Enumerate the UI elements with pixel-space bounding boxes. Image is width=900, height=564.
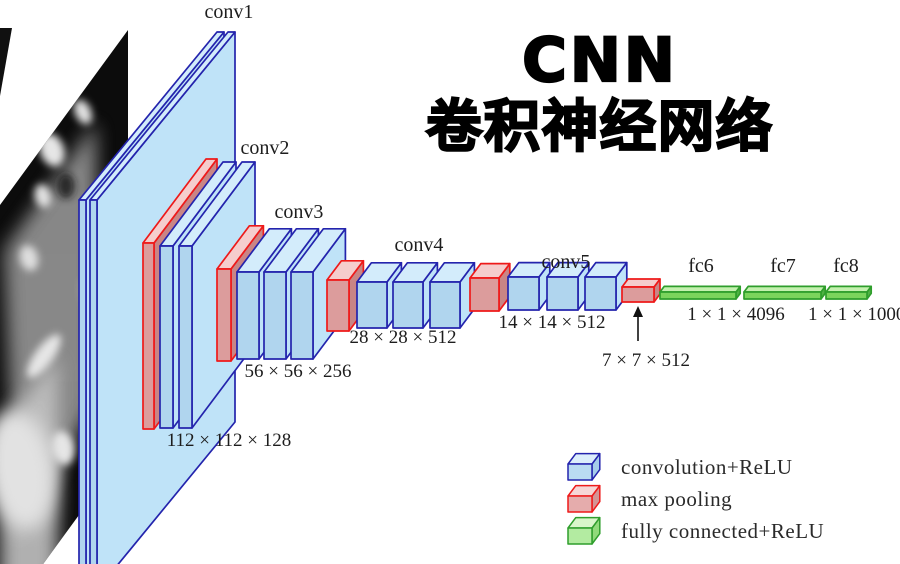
layer-label-conv4: conv4 <box>395 234 444 256</box>
max-pooling-cube-icon <box>567 484 601 513</box>
dim-label-fc6: 1 × 1 × 4096 <box>687 304 784 325</box>
layer-label-conv2: conv2 <box>241 137 290 159</box>
layer-group-fc6 <box>659 285 742 300</box>
legend-item-max-pooling: max pooling <box>565 484 824 515</box>
layer-label-conv1: conv1 <box>205 1 254 23</box>
layer-group-conv5 <box>469 261 628 312</box>
dim-label-conv2: 112 × 112 × 128 <box>167 430 292 451</box>
layer-group-fc8 <box>825 285 873 300</box>
dim-label-conv3: 56 × 56 × 256 <box>245 361 352 382</box>
page-title: CNN 卷积神经网络 <box>340 25 860 160</box>
legend-label-convolution: convolution+ReLU <box>621 455 793 479</box>
title-line1: CNN <box>521 25 678 96</box>
legend-item-convolution: convolution+ReLU <box>565 452 824 483</box>
layer-group-conv4 <box>326 259 476 332</box>
dim-label-conv4: 28 × 28 × 512 <box>350 327 457 348</box>
layer-label-fc6: fc6 <box>688 255 714 277</box>
dim-label-conv5: 14 × 14 × 512 <box>499 312 606 333</box>
legend: convolution+ReLU max pooling fully conne… <box>565 452 824 548</box>
pool5-arrowhead <box>633 306 643 317</box>
title-line2: 卷积神经网络 <box>425 95 774 160</box>
layer-label-conv5: conv5 <box>542 251 591 273</box>
fully-connected-cube-icon <box>567 516 601 545</box>
convolution-cube-icon <box>567 452 601 481</box>
input-image <box>0 28 128 564</box>
dim-label-pool5: 7 × 7 × 512 <box>602 350 690 371</box>
legend-label-max-pooling: max pooling <box>621 487 733 511</box>
legend-label-fully-connected: fully connected+ReLU <box>621 519 825 543</box>
layer-group-pool5 <box>621 278 661 303</box>
layer-label-fc7: fc7 <box>770 255 796 277</box>
layer-group-conv3 <box>216 224 347 362</box>
layer-label-conv3: conv3 <box>275 201 324 223</box>
network-boxes <box>78 31 873 564</box>
legend-item-fully-connected: fully connected+ReLU <box>565 516 824 547</box>
input-image-corner-chip <box>0 28 12 96</box>
input-image-content <box>0 99 97 564</box>
layer-label-fc8: fc8 <box>833 255 859 277</box>
network-labels: conv1 conv2 112 × 112 × 128 conv3 56 × 56 × … <box>167 1 900 451</box>
dim-label-fc8: 1 × 1 × 1000 <box>808 304 900 325</box>
layer-group-fc7 <box>743 285 827 300</box>
